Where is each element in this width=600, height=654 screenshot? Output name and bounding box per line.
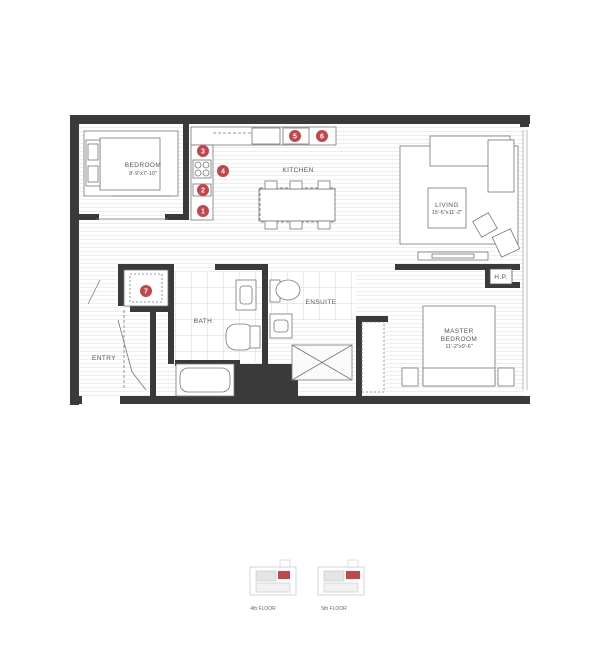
kitchen-label: KITCHEN	[282, 167, 313, 174]
marker-2: 2	[197, 184, 209, 196]
master-bed	[361, 305, 515, 393]
markers: 1 2 3 4 5 6 7	[140, 130, 328, 297]
key-plan-5th-floor: 5th FLOOR	[317, 559, 365, 612]
master-bedroom-label-line1: MASTER	[444, 328, 474, 335]
svg-text:4: 4	[221, 169, 225, 176]
bedroom-furniture	[83, 130, 179, 220]
svg-text:5: 5	[293, 134, 297, 141]
entry-label: ENTRY	[92, 355, 116, 362]
walls	[70, 115, 530, 405]
key-plan-4th-floor-label: 4th FLOOR	[250, 606, 276, 612]
key-plan-5th-floor-label: 5th FLOOR	[321, 606, 347, 612]
living-dimensions: 15'-6"x11'-2"	[432, 210, 462, 216]
marker-4: 4	[217, 165, 229, 177]
bedroom-label: BEDROOM	[125, 162, 161, 169]
svg-text:2: 2	[201, 188, 205, 195]
master-bedroom-dimensions: 11'-2"x9'-6"	[445, 344, 472, 350]
bath-fixtures	[175, 279, 261, 397]
bedroom-dimensions: 8'-9"x7'-10"	[129, 171, 157, 177]
living-label: LIVING	[435, 202, 459, 209]
living-furniture	[399, 135, 521, 261]
ensuite-label: ENSUITE	[306, 299, 337, 306]
marker-1: 1	[197, 205, 209, 217]
key-plan-4th-floor: 4th FLOOR	[249, 559, 297, 612]
ensuite-fixtures	[269, 279, 353, 381]
svg-text:1: 1	[201, 209, 205, 216]
marker-7: 7	[140, 285, 152, 297]
svg-text:7: 7	[144, 289, 148, 296]
svg-text:6: 6	[320, 134, 324, 141]
hp-closet	[489, 268, 513, 285]
marker-3: 3	[197, 145, 209, 157]
master-bedroom-label-line2: BEDROOM	[441, 336, 477, 343]
marker-5: 5	[289, 130, 301, 142]
marker-6: 6	[316, 130, 328, 142]
hp-label: H.P.	[494, 274, 507, 281]
bath-label: BATH	[194, 318, 212, 325]
svg-text:3: 3	[201, 149, 205, 156]
windows	[522, 130, 528, 390]
